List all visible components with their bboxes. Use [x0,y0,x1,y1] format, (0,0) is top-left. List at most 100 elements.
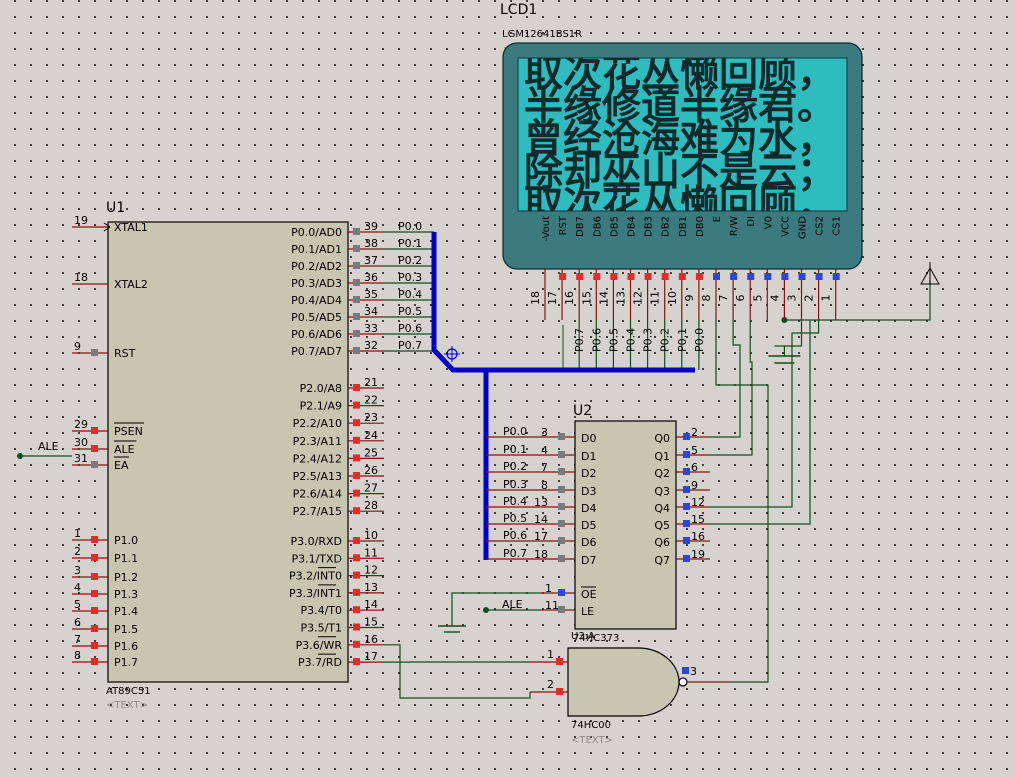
u1-pin-terminal [91,445,98,452]
u2-pin-label-q1: Q1 [654,450,670,463]
u1-pin-number: 34 [364,305,378,318]
u1-pin-label: P2.4/A12 [293,452,342,465]
q1-to-di-wire [710,320,753,456]
u2-pin-terminal [683,451,690,458]
lcd-pin-number: 10 [666,291,679,305]
q4-to-cs2-wire [710,320,820,508]
u1-pin-number: 8 [74,649,81,662]
u1-pin-number: 28 [364,499,378,512]
u1-pin-terminal [91,461,98,468]
u1-body[interactable] [107,221,349,683]
u1-pin-number: 15 [364,616,378,629]
clock-mark [103,226,111,232]
u2-pin-terminal [683,468,690,475]
lcd-pin-terminal [764,273,772,280]
lcd-pin-number: 1 [820,295,833,302]
u1-pin-terminal [353,489,360,497]
u2-pin-number: 9 [691,479,698,492]
net-label-P0-3: P0.3 [398,271,422,284]
u1-pin-terminal [91,642,98,649]
u1-pin-number: 23 [364,411,378,424]
lcd-pin-label: DB7 [575,216,586,237]
u3-part-label: 74HC00 [571,720,611,731]
u2-pin-number: 3 [541,426,548,439]
lcd-pin-number: 8 [700,295,713,302]
u2-pin-label-q4: Q4 [654,502,670,515]
u1-pin-label: P0.0/AD0 [291,226,342,239]
lcd-pin-number: 16 [563,291,576,305]
u1-pin-terminal [353,401,360,409]
u1-pin-number: 19 [74,214,88,227]
parts-layer: U1AT89C51<TEXT>19XTAL118XTAL29RST29PSEN3… [38,2,940,746]
net-label-P0-2: P0.2 [398,254,422,267]
lcd-pin-terminal [730,273,738,280]
u2-pin-number: 12 [691,496,705,509]
u1-pin-number: 22 [364,394,378,407]
u3-pin-number: 3 [690,665,697,678]
u2-pin-terminal [558,555,565,562]
lcd-pin-terminal [695,273,703,280]
u2-pin-terminal [558,589,565,596]
u1-pin-number: 37 [364,254,378,267]
u2-pin-number: 7 [541,461,548,474]
lcd-pin-terminal [610,273,618,280]
lcd-pin-label: DB5 [609,216,620,237]
u2-pin-label-q5: Q5 [654,519,670,532]
u2-pin-terminal [558,451,565,458]
u1-pin-label: P2.1/A9 [300,400,342,413]
u2-pin-terminal [558,486,565,493]
net-label-P0-7: P0.7 [398,339,422,352]
u2-net-label: P0.4 [503,495,527,508]
u1-pin-terminal [353,454,360,462]
u3-pin-number: 2 [547,678,554,691]
u2-pin-label-d4: D4 [581,502,596,515]
u2-pin-terminal [683,503,690,510]
lcd-net-label: P0.7 [573,328,586,352]
u1-pin-label: P2.0/A8 [300,382,342,395]
u1-pin-number: 2 [74,545,81,558]
u1-pin-number: 21 [364,376,378,389]
u2-pin-label-d3: D3 [581,485,596,498]
u1-pin-number: 9 [74,340,81,353]
u1-pin-label-rst: RST [114,347,136,360]
u1-pin-number: 38 [364,237,378,250]
u2-net-label: P0.1 [503,443,527,456]
u1-pin-number: 25 [364,446,378,459]
lcd-pin-number: 14 [597,291,610,305]
u1-pin-label: P0.1/AD1 [291,243,342,256]
u2-body[interactable] [574,420,677,630]
u1-pin-label: P3.5/T1 [300,622,342,635]
u1-pin-terminal [353,262,360,269]
u2-pin-terminal [558,503,565,510]
junction-dot [483,607,489,613]
u1-pin-terminal [353,571,360,579]
u1-pin-label-p1.1: P1.1 [114,552,138,565]
lcd-pin-label: DB6 [592,216,603,237]
lcd-pin-terminal [798,273,806,280]
u1-pin-terminal [353,658,360,666]
u1-pin-number: 26 [364,464,378,477]
u2-pin-number: 4 [541,444,548,457]
lcd-pin-label: DB4 [627,216,638,237]
u1-pin-number: 32 [364,339,378,352]
u1-pin-terminal [353,606,360,614]
u1-pin-terminal [353,279,360,286]
u1-pin-number: 18 [74,271,88,284]
u2-pin-number: 16 [691,530,705,543]
u1-pin-label: P0.6/AD6 [291,328,342,341]
lcd-part-label: LGM12641BS1R [502,29,582,40]
q0-to-rw-wire [710,320,741,438]
u2-pin-number: 13 [534,496,548,509]
lcd-pin-label: V0 [763,216,774,229]
u1-pin-label-p1.7: P1.7 [114,656,138,669]
u2-net-label: P0.6 [503,529,527,542]
u2-pin-label-oe: OE [581,588,597,601]
u1-pin-label-p1.4: P1.4 [114,605,138,618]
u1-pin-label-xtal2: XTAL2 [114,278,148,291]
u2-ref: U2 [573,403,592,419]
lcd-pin-number: 3 [786,295,799,302]
u2-pin-label-d1: D1 [581,450,596,463]
u3-nand-gate[interactable] [567,647,680,717]
q5-to-cs1-wire [710,320,811,525]
u3-pin-number: 1 [547,648,554,661]
